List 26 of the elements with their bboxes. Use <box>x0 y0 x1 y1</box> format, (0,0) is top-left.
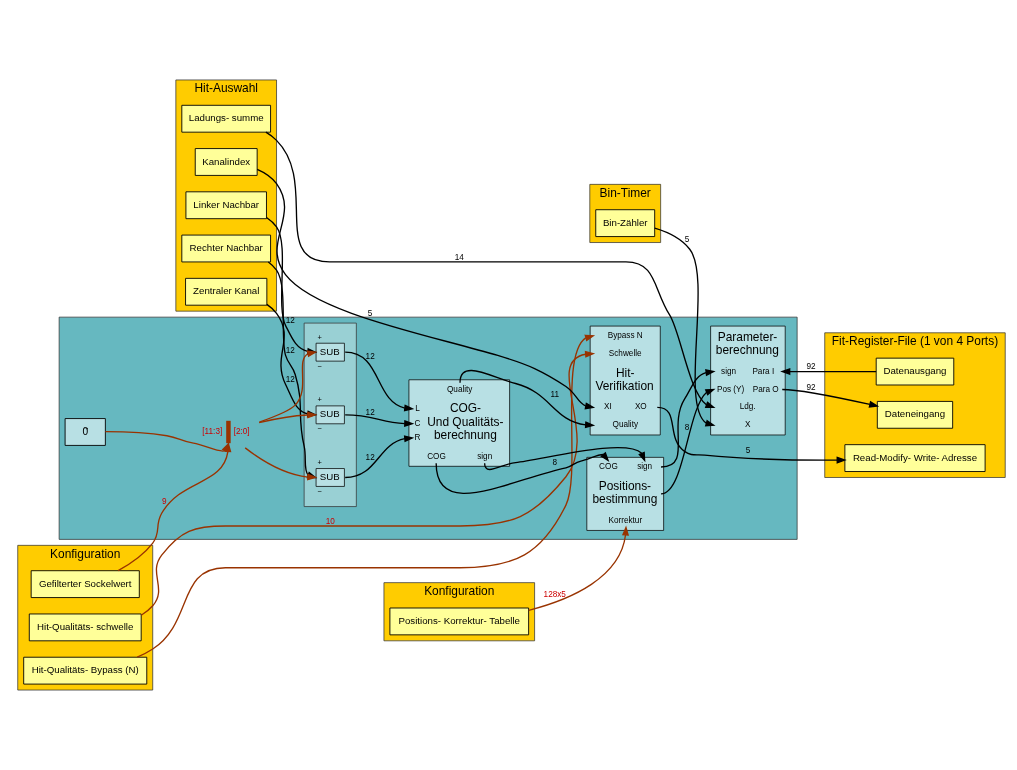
node-label: + <box>317 457 322 467</box>
edge-label: 12 <box>365 407 375 417</box>
edge-label: 12 <box>285 345 295 355</box>
edge-label: 5 <box>745 445 751 455</box>
node-label: [11:3] <box>202 427 223 437</box>
node-label: − <box>317 486 322 496</box>
edge-label: 11 <box>550 389 559 399</box>
edge-label: 10 <box>325 516 335 526</box>
edge-label: 12 <box>365 351 375 361</box>
edge-label: 8 <box>684 423 690 433</box>
edge-label: 5 <box>684 234 690 244</box>
edge-label: 92 <box>806 362 816 372</box>
edge-label: 8 <box>552 458 558 468</box>
edge-label: 128x5 <box>543 590 566 600</box>
edge-label: 92 <box>806 383 816 393</box>
edge-label: 14 <box>454 252 464 262</box>
edge-label: 12 <box>365 453 375 463</box>
node-label: − <box>317 361 322 371</box>
node-label: [2:0] <box>233 427 250 437</box>
edge-label: 5 <box>367 309 373 319</box>
edge-label: 9 <box>162 497 167 507</box>
node-label: + <box>317 395 322 405</box>
edge-label: 12 <box>285 315 295 325</box>
node-label: − <box>317 424 322 434</box>
edge-label: 12 <box>285 374 295 384</box>
node-label: + <box>317 332 322 342</box>
